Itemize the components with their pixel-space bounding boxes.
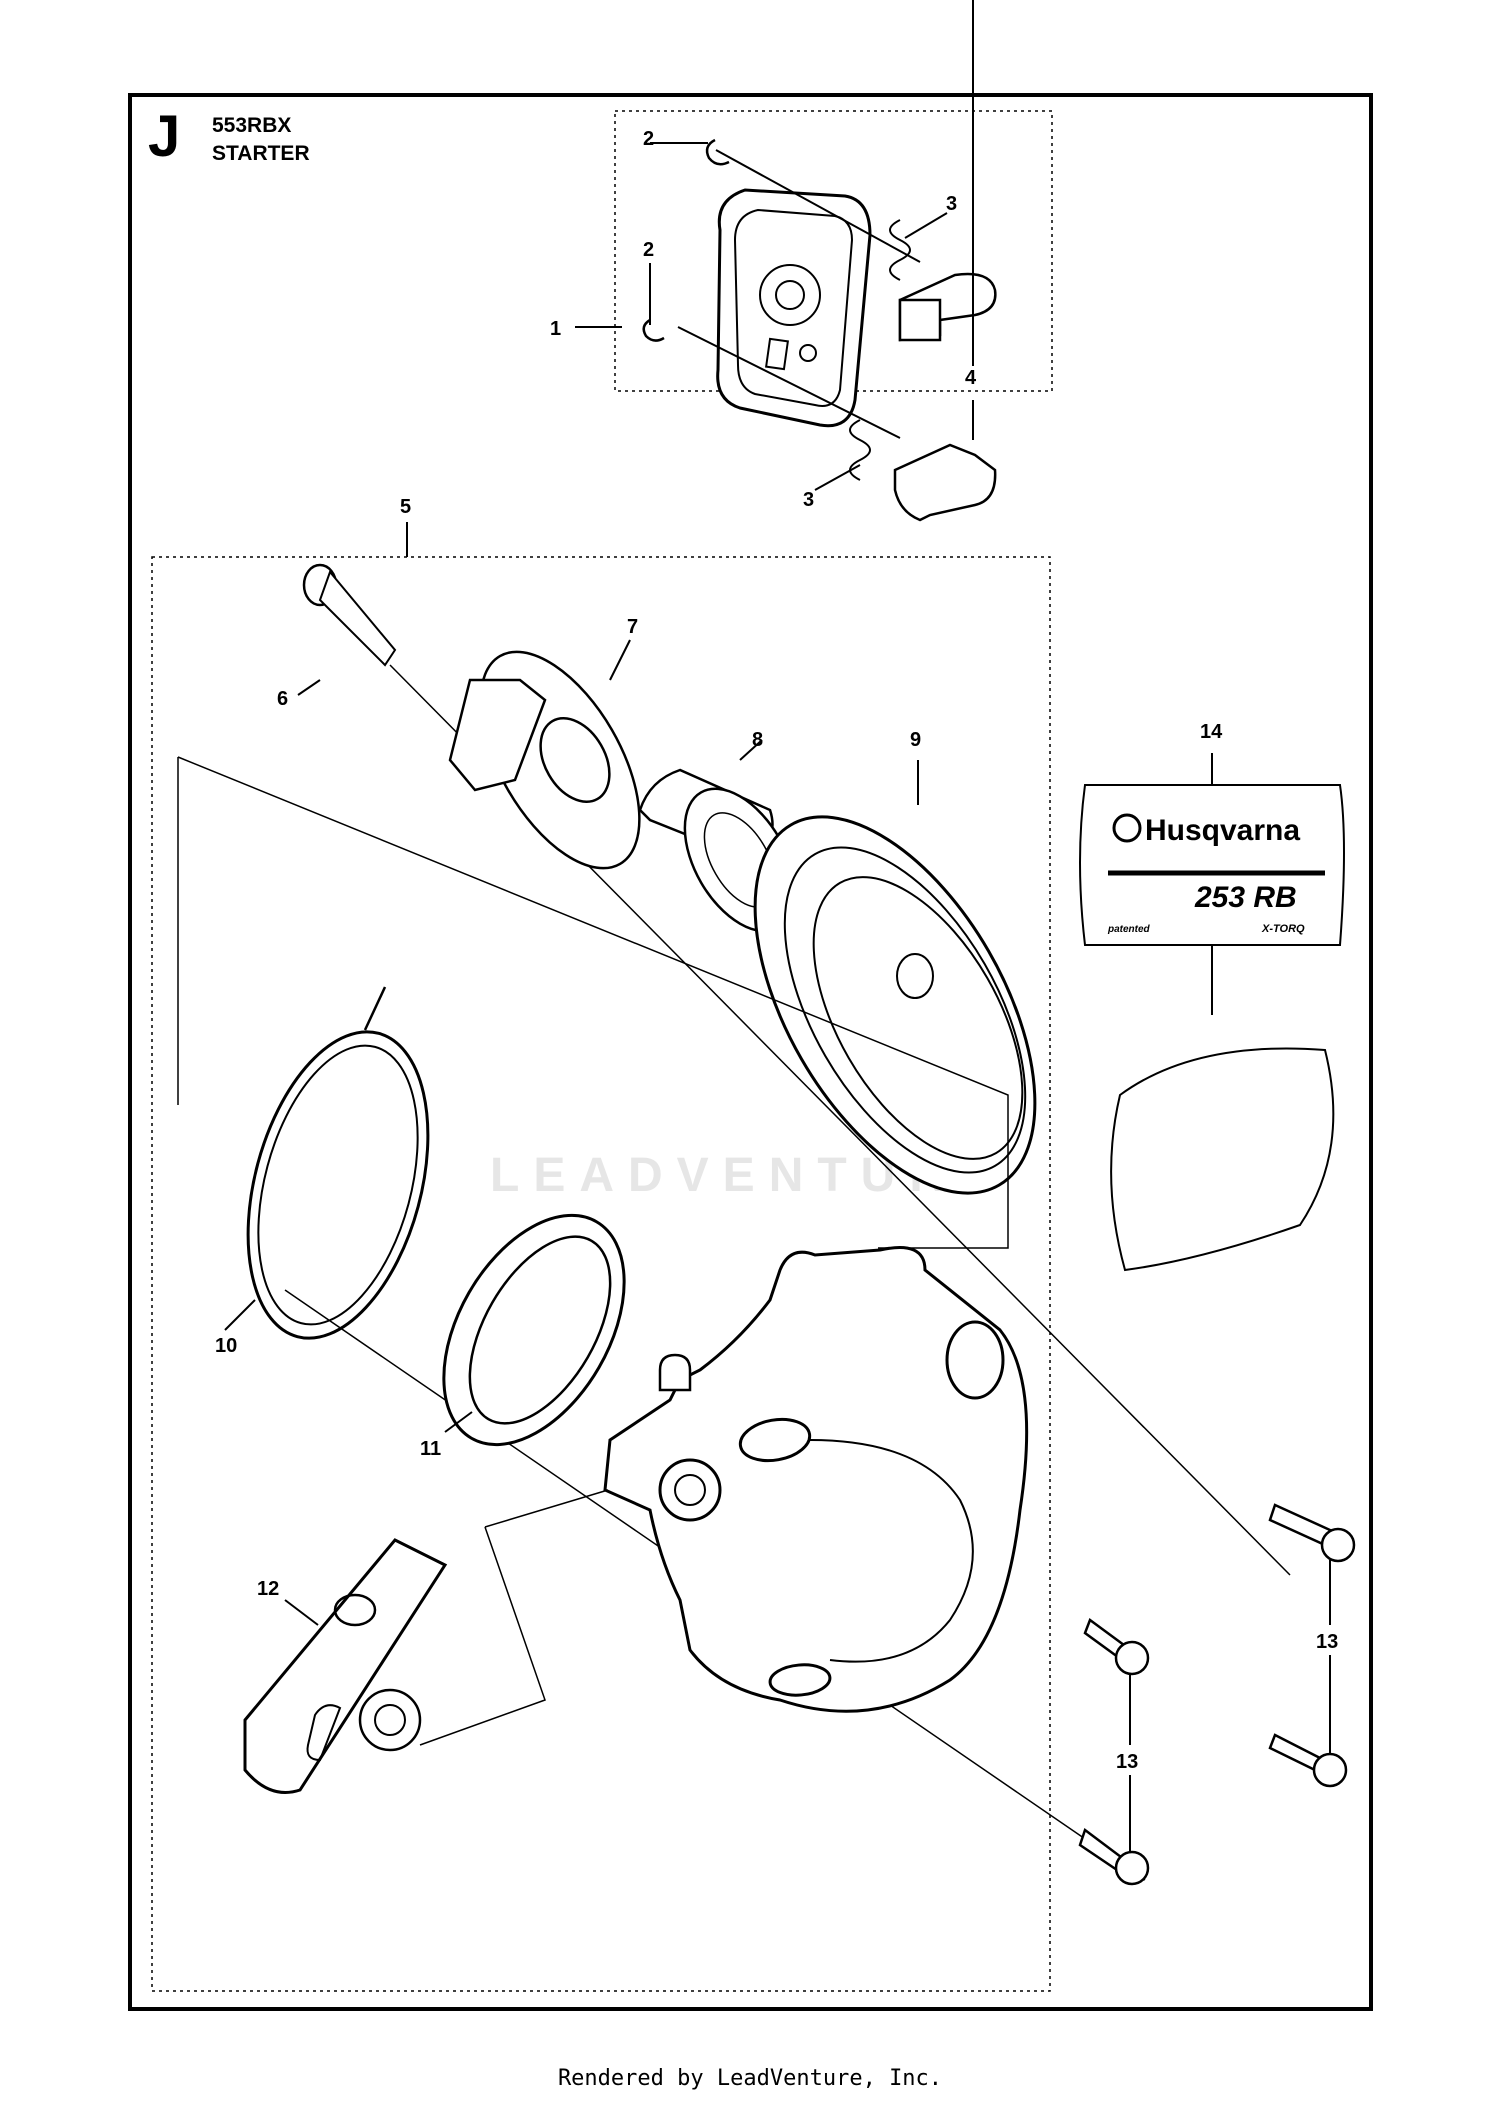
- screw-1: [1268, 1503, 1356, 1563]
- screw-3: [1268, 1733, 1348, 1788]
- callout-2-upper: 2: [643, 128, 654, 150]
- starter-rope: [246, 986, 430, 1340]
- screw-4: [1078, 1827, 1150, 1886]
- screw-2: [1083, 1618, 1150, 1676]
- callout-9: 9: [910, 729, 921, 751]
- callout-7: 7: [627, 616, 638, 638]
- e-clip-lower: [642, 318, 665, 342]
- model-number: 553RBX: [212, 114, 292, 137]
- callout-10: 10: [215, 1335, 237, 1357]
- callout-14: 14: [1200, 721, 1223, 743]
- callout-11: 11: [420, 1438, 441, 1460]
- callout-13-left: 13: [1116, 1751, 1138, 1773]
- callout-13-right: 13: [1316, 1631, 1338, 1653]
- pawl-plate: [716, 188, 872, 428]
- section-letter: J: [148, 104, 181, 169]
- washer: [442, 1213, 626, 1447]
- callout-3-upper: 3: [946, 193, 957, 215]
- diagram-frame: [128, 93, 1373, 2011]
- section-title: STARTER: [212, 142, 310, 165]
- hub-washer: [448, 650, 641, 870]
- center-bolt: [302, 563, 397, 667]
- decal-blank: [1110, 1047, 1335, 1272]
- decal-right-text: X-TORQ: [1261, 923, 1305, 935]
- callout-8: 8: [752, 729, 763, 751]
- callout-3-lower: 3: [803, 489, 814, 511]
- decal-model: 253 RB: [1194, 881, 1297, 914]
- group-box-pawl-plate: [614, 110, 1053, 392]
- callout-4: 4: [965, 367, 977, 389]
- starter-housing: [603, 1246, 1029, 1713]
- decal-left-text: patented: [1107, 924, 1151, 935]
- pawl-lower: [893, 443, 997, 522]
- group-box-starter-assembly: [151, 556, 1051, 1992]
- spring-upper: [889, 219, 911, 281]
- callout-5: 5: [400, 496, 411, 518]
- callout-6: 6: [277, 688, 288, 710]
- pawl-upper: [898, 272, 997, 342]
- callout-12: 12: [257, 1578, 279, 1600]
- decal-label: [1079, 784, 1345, 946]
- rope-pulley: [753, 815, 1037, 1195]
- callout-1: 1: [550, 318, 561, 340]
- callout-2-lower: 2: [643, 239, 654, 261]
- e-clip-upper: [705, 138, 730, 166]
- decal-brand: Husqvarna: [1145, 814, 1300, 847]
- footer-credit: Rendered by LeadVenture, Inc.: [557, 2066, 943, 2091]
- starter-handle: [243, 1538, 448, 1794]
- spring-lower: [849, 419, 871, 481]
